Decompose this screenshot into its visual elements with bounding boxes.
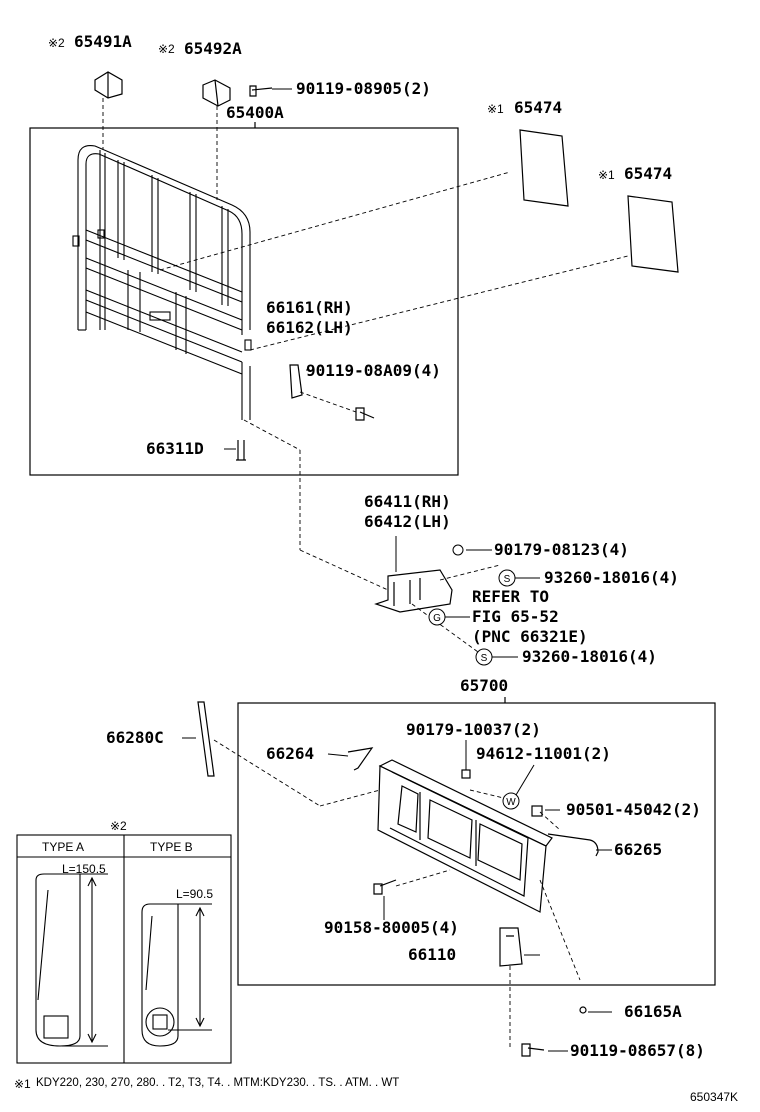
part-93260-18016-label-a: 93260-18016(4) (544, 568, 679, 587)
g-marker-letter: G (433, 613, 441, 624)
s-marker-letter: S (504, 574, 511, 585)
note-1-mark: ※1 (487, 102, 504, 116)
tailgate-drawing (377, 759, 553, 913)
note-1-mark-b: ※1 (598, 168, 615, 182)
part-93260-18016-label-b: 93260-18016(4) (522, 647, 657, 666)
headboard-rack-drawing (72, 145, 252, 420)
part-66110-label: 66110 (408, 945, 457, 964)
types-inset-drawing (16, 834, 232, 1064)
part-66162-label: 66162(LH) (266, 318, 353, 337)
part-90179-08123-label: 90179-08123(4) (494, 540, 629, 559)
pad-65474-a (519, 129, 569, 207)
refer-line-3: (PNC 66321E) (472, 627, 588, 646)
part-90501-45042-label: 90501-45042(2) (566, 800, 701, 819)
refer-line-2: FIG 65-52 (472, 607, 559, 626)
s-marker-letter-2: S (481, 653, 488, 664)
part-65491a-label: 65491A (74, 32, 132, 51)
diagram-code: 650347K (690, 1090, 739, 1104)
part-94612-11001-label: 94612-11001(2) (476, 744, 611, 763)
headboard-group-box (29, 127, 459, 476)
note-2-mark-b: ※2 (158, 42, 175, 56)
pad-65474-b (627, 195, 679, 273)
part-65474-label-a: 65474 (514, 98, 563, 117)
part-90119-08657-label: 90119-08657(8) (570, 1041, 705, 1060)
refer-line-1: REFER TO (472, 587, 550, 606)
part-90119-08905-label: 90119-08905(2) (296, 79, 431, 98)
type-b-dimension: L=90.5 (176, 887, 214, 901)
part-66161-label: 66161(RH) (266, 298, 353, 317)
s-circle-marker (498, 569, 516, 587)
part-65700-label: 65700 (460, 676, 509, 695)
w-marker-letter: W (506, 797, 516, 808)
type-b-header: TYPE B (150, 840, 193, 854)
part-90158-80005-label: 90158-80005(4) (324, 918, 459, 937)
types-inset-note-2-mark: ※2 (110, 819, 127, 833)
part-66264-label: 66264 (266, 744, 315, 763)
s-circle-marker-2 (475, 648, 493, 666)
g-circle-marker (428, 608, 446, 626)
part-90119-08a09-label: 90119-08A09(4) (306, 361, 441, 380)
part-90179-10037-label: 90179-10037(2) (406, 720, 541, 739)
type-a-dimension: L=150.5 (62, 862, 106, 876)
part-66280c-label: 66280C (106, 728, 164, 747)
part-66265-label: 66265 (614, 840, 663, 859)
part-66411-label: 66411(RH) (364, 492, 451, 511)
footnote-note-1-mark: ※1 (14, 1077, 31, 1091)
w-circle-marker (502, 792, 520, 810)
part-65474-label-b: 65474 (624, 164, 673, 183)
part-66412-label: 66412(LH) (364, 512, 451, 531)
part-65492a-label: 65492A (184, 39, 242, 58)
type-a-header: TYPE A (42, 840, 85, 854)
part-66311d-label: 66311D (146, 439, 204, 458)
part-66165a-label: 66165A (624, 1002, 682, 1021)
bracket-66411-drawing (374, 569, 453, 613)
tailgate-group-box (237, 702, 716, 986)
note-2-mark: ※2 (48, 36, 65, 50)
footnote-text: KDY220, 230, 270, 280. . T2, T3, T4. . M… (36, 1077, 400, 1089)
part-65400a-label: 65400A (226, 103, 284, 122)
